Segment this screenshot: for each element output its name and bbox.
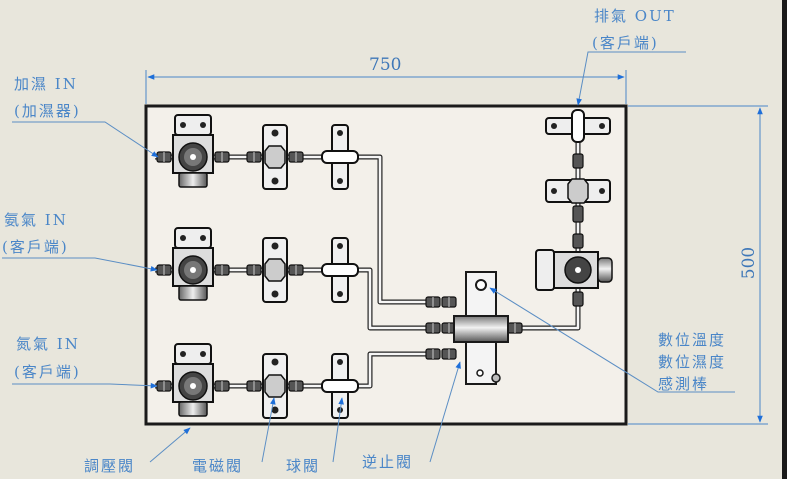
solenoid-label: 電磁閥: [192, 457, 244, 475]
check-valve-fitting-3: [425, 348, 441, 360]
humidifier-in-label: 加濕 IN: [14, 75, 78, 93]
width-dimension: [145, 70, 627, 104]
check-valve-body-3: [441, 348, 457, 360]
solenoid-valve-1-inlet-fitting: [246, 151, 262, 163]
sensor-label-probe: 感測棒: [658, 375, 710, 393]
pressure-regulator-1-outlet-fitting: [214, 151, 230, 163]
regulator-label: 調壓閥: [84, 457, 136, 475]
exhaust-out-label: 排氣 OUT: [594, 7, 676, 25]
manifold-outlet-fitting: [507, 322, 523, 334]
solenoid-valve-3-inlet-fitting: [246, 380, 262, 392]
ammonia-in-source: (客戶端): [2, 238, 69, 256]
solenoid-valve-3-outlet-fitting: [288, 380, 304, 392]
leader-lines: [2, 51, 735, 463]
solenoid-valve-2-outlet-fitting: [288, 264, 304, 276]
exhaust-fitting-4: [572, 291, 584, 307]
window-edge: [782, 0, 787, 479]
solenoid-valve-1: [262, 124, 288, 190]
ball-valve-3: [321, 353, 359, 419]
pressure-regulator-2: [172, 227, 214, 301]
height-dimension-label: 500: [739, 246, 760, 280]
solenoid-valve-1-outlet-fitting: [288, 151, 304, 163]
ball-valve-label: 球閥: [286, 457, 321, 475]
exhaust-ball-valve: [545, 109, 611, 143]
solenoid-valve-2: [262, 237, 288, 303]
check-valve-label: 逆止閥: [362, 453, 414, 471]
pressure-regulator-3-inlet-fitting: [156, 380, 172, 392]
check-valve-fitting-2: [425, 322, 441, 334]
solenoid-valve-3: [262, 353, 288, 419]
humidifier-in-source: (加濕器): [14, 102, 81, 120]
exhaust-fitting-3: [572, 233, 584, 249]
pressure-regulator-1-inlet-fitting: [156, 151, 172, 163]
check-valve-body-1: [441, 296, 457, 308]
exhaust-pressure-regulator: [535, 249, 613, 291]
pressure-regulator-2-inlet-fitting: [156, 264, 172, 276]
pressure-regulator-3-outlet-fitting: [214, 380, 230, 392]
exhaust-fitting-2: [572, 205, 584, 223]
ammonia-in-label: 氨氣 IN: [4, 211, 68, 229]
check-valve-fitting-1: [425, 296, 441, 308]
nitrogen-in-label: 氮氣 IN: [16, 335, 80, 353]
exhaust-out-source: (客戶端): [592, 34, 659, 52]
sensor-label-humidity: 數位濕度: [658, 353, 727, 371]
exhaust-solenoid-valve: [545, 178, 611, 204]
height-dimension: [628, 105, 768, 425]
pressure-regulator-3: [172, 343, 214, 417]
solenoid-valve-2-inlet-fitting: [246, 264, 262, 276]
width-dimension-label: 750: [369, 55, 402, 75]
ball-valve-2: [321, 237, 359, 303]
nitrogen-in-source: (客戶端): [14, 363, 81, 381]
ball-valve-1: [321, 124, 359, 190]
pressure-regulator-1: [172, 114, 214, 188]
exhaust-fitting-1: [572, 153, 584, 169]
sensor-label-temp: 數位溫度: [658, 331, 727, 349]
pressure-regulator-2-outlet-fitting: [214, 264, 230, 276]
